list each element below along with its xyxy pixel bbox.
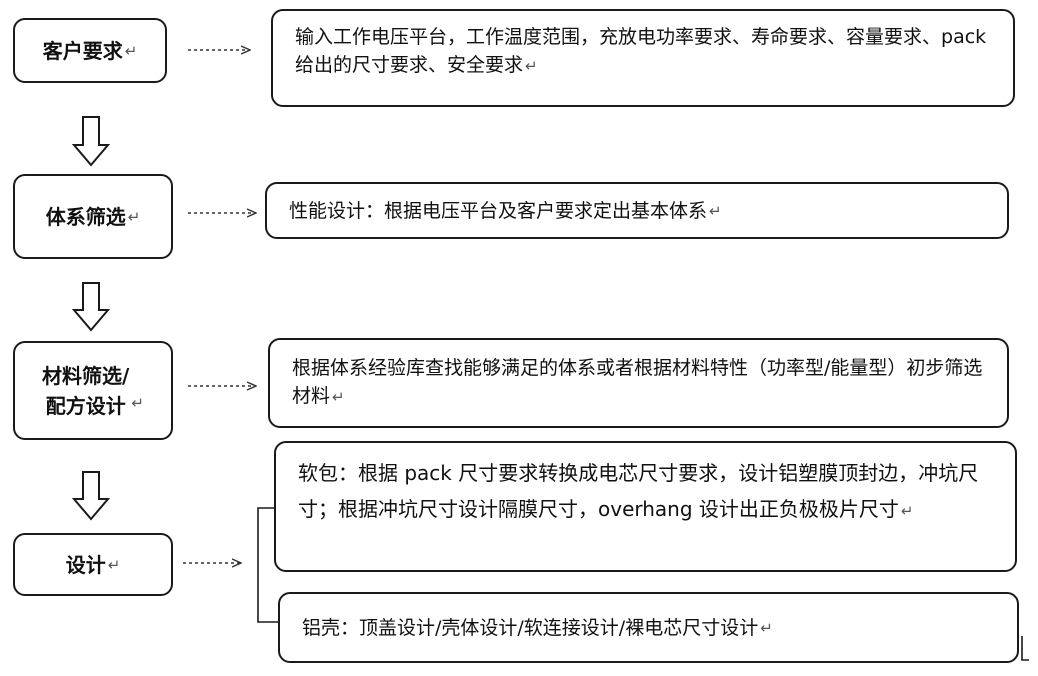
design-bracket <box>257 507 279 623</box>
down-arrow-3 <box>71 471 111 521</box>
down-arrow-1 <box>71 116 111 167</box>
step-label: 客户要求 <box>42 38 123 63</box>
paragraph-mark: ↵ <box>709 201 722 220</box>
description-material-screening: 根据体系经验库查找能够满足的体系或者根据材料特性（功率型/能量型）初步筛选材料↵ <box>268 338 1009 428</box>
description-text: 软包：根据 pack 尺寸要求转换成电芯尺寸要求，设计铝塑膜顶封边，冲坑尺寸；根… <box>298 461 979 521</box>
description-text: 铝壳：顶盖设计/壳体设计/软连接设计/裸电芯尺寸设计 <box>302 616 759 639</box>
down-arrow-2 <box>71 282 111 332</box>
paragraph-mark: ↵ <box>332 388 345 406</box>
description-text: 输入工作电压平台，工作温度范围，充放电功率要求、寿命要求、容量要求、pack给出… <box>295 26 987 76</box>
step-system-screening: 体系筛选↵ <box>13 174 173 259</box>
description-text: 性能设计：根据电压平台及客户要求定出基本体系 <box>289 199 708 222</box>
step-customer-requirements: 客户要求↵ <box>13 18 167 83</box>
step-design: 设计↵ <box>13 533 173 596</box>
description-pouch-design: 软包：根据 pack 尺寸要求转换成电芯尺寸要求，设计铝塑膜顶封边，冲坑尺寸；根… <box>274 441 1017 572</box>
description-aluminum-shell-design: 铝壳：顶盖设计/壳体设计/软连接设计/裸电芯尺寸设计↵ <box>278 592 1019 663</box>
description-customer-requirements: 输入工作电压平台，工作温度范围，充放电功率要求、寿命要求、容量要求、pack给出… <box>271 9 1015 107</box>
corner-mark <box>1021 636 1029 661</box>
paragraph-mark: ↵ <box>525 57 538 75</box>
paragraph-mark: ↵ <box>131 394 144 412</box>
paragraph-mark: ↵ <box>900 502 914 520</box>
paragraph-mark: ↵ <box>107 555 121 574</box>
paragraph-mark: ↵ <box>124 41 138 60</box>
description-text: 根据体系经验库查找能够满足的体系或者根据材料特性（功率型/能量型）初步筛选材料 <box>292 357 983 407</box>
paragraph-mark: ↵ <box>127 207 141 226</box>
description-performance-design: 性能设计：根据电压平台及客户要求定出基本体系↵ <box>265 182 1009 239</box>
step-label: 设计 <box>65 552 106 577</box>
step-label: 材料筛选/ 配方设计 <box>42 363 130 418</box>
step-label: 体系筛选 <box>45 204 126 229</box>
paragraph-mark: ↵ <box>760 618 773 637</box>
step-material-formula-design: 材料筛选/ 配方设计↵ <box>13 341 173 440</box>
